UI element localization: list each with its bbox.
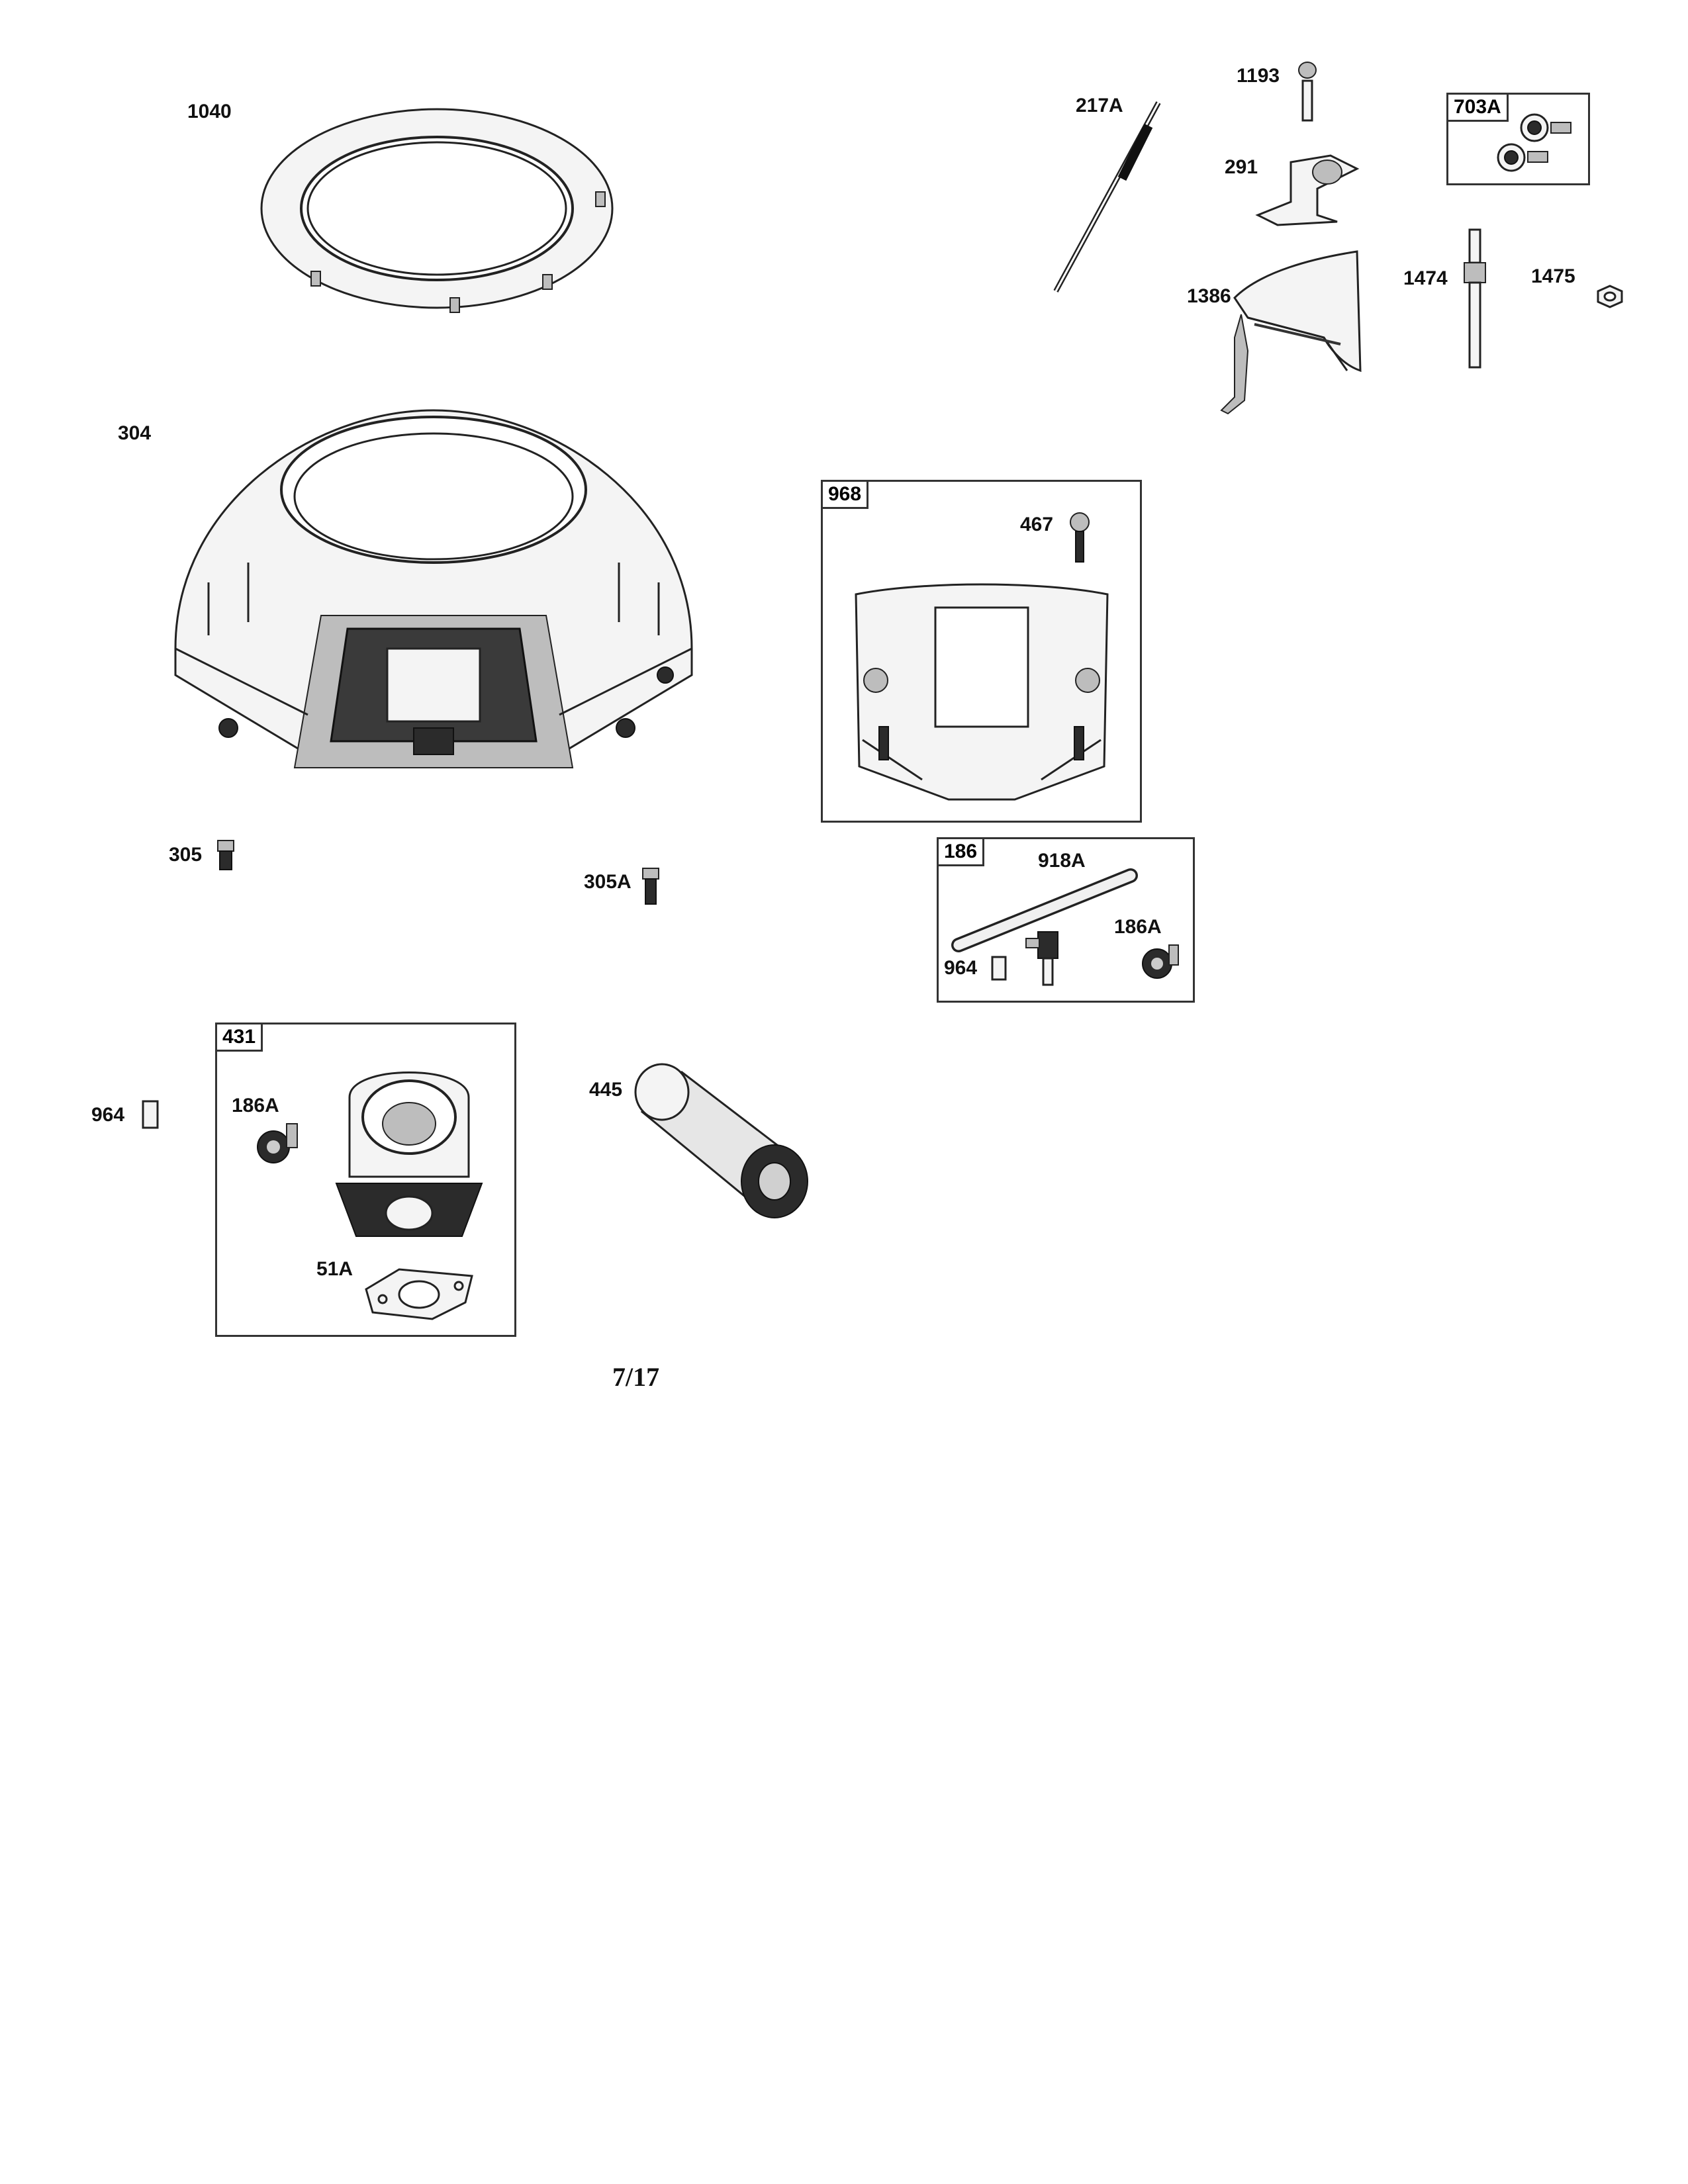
kit-box-968-tag: 968 [823,482,869,509]
part-label-445: 445 [589,1079,623,1101]
part-label-1474: 1474 [1403,267,1448,289]
part-label-1386: 1386 [1187,285,1231,307]
part-label-1193: 1193 [1237,65,1280,87]
part-label-305A: 305A [584,871,632,893]
part-label-1040: 1040 [187,101,232,122]
valve-186A-in-431-drawing [257,1123,298,1163]
page-number: 7/17 [612,1362,660,1392]
kit-box-703A: 703A [1446,93,1590,185]
part-label-51A: 51A [316,1258,353,1280]
blower-housing-304-drawing [174,409,693,768]
part-label-918A: 918A [1038,850,1086,872]
cap-964-loose-drawing [142,1100,159,1129]
filter-445-drawing [634,1063,808,1218]
kit-box-431-tag: 431 [217,1024,263,1052]
shield-1386-drawing [1220,250,1362,415]
part-label-964-loose: 964 [91,1104,125,1126]
bracket-291-drawing [1255,154,1360,226]
fitting-in-186-drawing [1025,931,1058,986]
screw-467-drawing [1070,512,1090,563]
part-label-305: 305 [169,844,203,866]
screw-305-drawing [217,840,234,870]
part-label-304: 304 [118,422,152,444]
part-label-964-in-186: 964 [944,957,978,979]
link-217A-drawing [1053,101,1161,293]
part-label-217A: 217A [1076,95,1123,116]
part-label-186A-in-431: 186A [232,1095,279,1116]
kit-box-431: 431 186A 51A [215,1023,516,1337]
screw-305A-drawing [642,868,659,905]
kit-703A-parts-drawing [1497,113,1571,172]
part-label-186A-in-186: 186A [1114,916,1162,938]
cover-plate-968-drawing [855,583,1109,801]
valve-186A-in-186-drawing [1142,944,1179,979]
screw-1193-drawing [1298,62,1317,122]
ring-1040-drawing [260,108,614,313]
part-label-467: 467 [1020,514,1054,535]
stud-1474-drawing [1464,228,1486,369]
kit-box-186-tag: 186 [939,839,985,866]
kit-box-186: 186 918A 964 186A [937,837,1195,1003]
kit-box-703A-tag: 703A [1448,95,1509,122]
part-label-291: 291 [1225,156,1258,178]
nut-1475-drawing [1597,285,1623,308]
kit-box-968: 968 467 [821,480,1142,823]
cap-964-in-186-drawing [991,956,1007,981]
hose-918A-drawing [951,868,1138,952]
gasket-51A-drawing [365,1268,473,1320]
part-label-1475: 1475 [1531,265,1575,287]
base-431-drawing [335,1071,483,1237]
